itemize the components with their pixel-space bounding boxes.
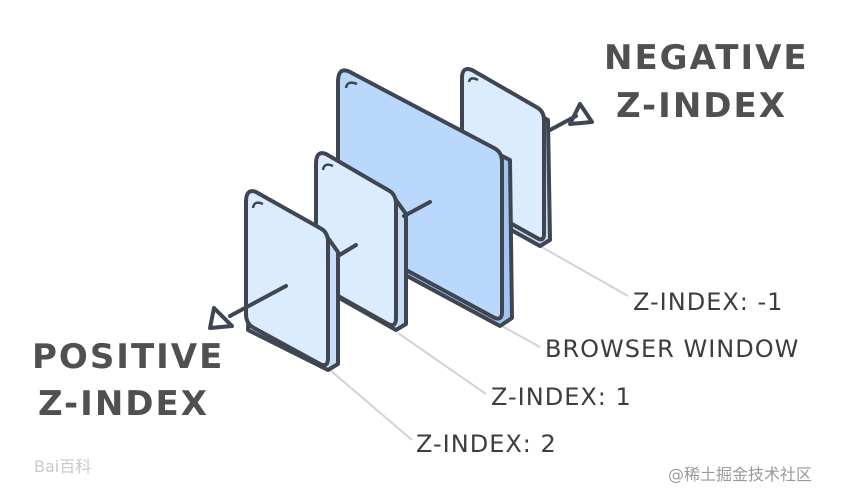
label-z-2: Z-INDEX: 2 [416,430,557,458]
positive-heading-line1: POSITIVE [32,337,225,377]
leader-z-minus-1 [539,245,629,297]
axis-segment-z1 [336,243,358,258]
watermark-right: @稀土掘金技术社区 [668,465,813,484]
label-z-1: Z-INDEX: 1 [491,383,632,411]
label-browser-window: BROWSER WINDOW [545,335,800,363]
watermark-left: Bai百科 [34,457,92,476]
label-z-minus-1: Z-INDEX: -1 [633,288,784,316]
negative-heading-line1: NEGATIVE [604,38,809,78]
positive-arrow-icon [208,306,234,330]
panel-z-2 [244,189,340,372]
negative-heading-line2: Z-INDEX [616,86,787,126]
leader-z-1 [397,332,487,395]
leader-lines [329,245,629,441]
positive-heading-line2: Z-INDEX [38,384,209,424]
axis-segment-z2 [228,284,288,318]
leader-browser-window [499,324,541,348]
axis-segment-browser [402,200,432,218]
leader-z-2 [329,369,413,441]
negative-arrow-icon [568,102,594,126]
